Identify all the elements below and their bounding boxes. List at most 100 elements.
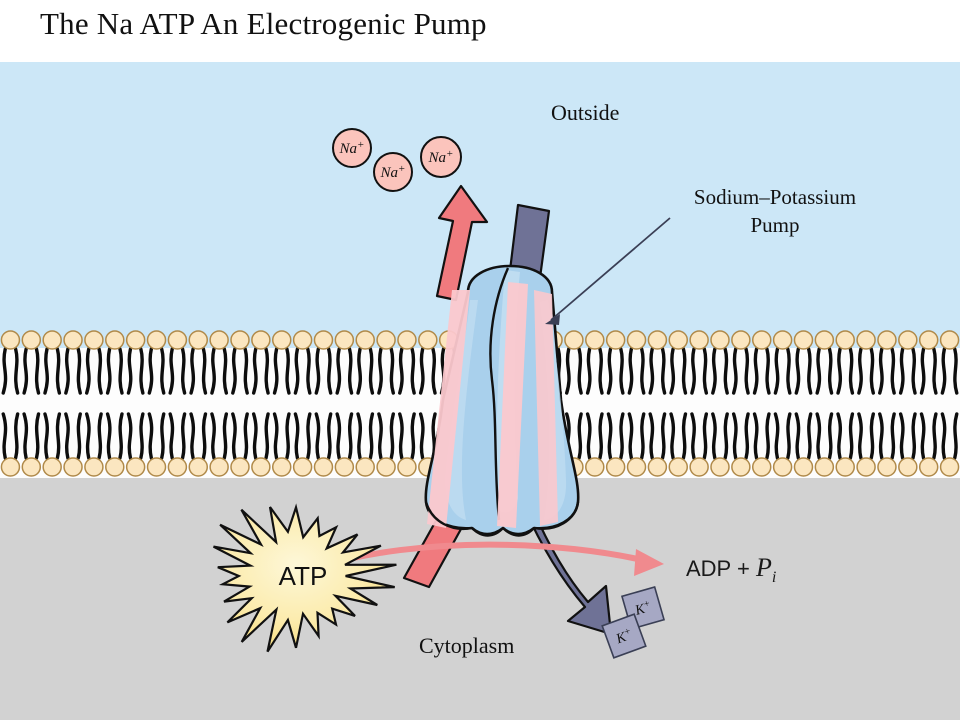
phosphate-subscript: i	[771, 569, 777, 587]
sodium-ion	[332, 128, 372, 168]
phospholipid-head	[605, 330, 626, 350]
phospholipid-head	[585, 457, 605, 477]
phospholipid-head	[689, 457, 709, 477]
phospholipid-head	[647, 330, 668, 350]
phospholipid-head	[814, 330, 835, 350]
adp-text: ADP +	[686, 556, 750, 581]
phospholipid-head	[105, 330, 125, 350]
phospholipid-head	[647, 457, 668, 477]
phospholipid-head	[63, 330, 83, 350]
phospholipid-head	[418, 330, 438, 350]
pump-annotation-line1: Sodium–Potassium	[693, 185, 857, 209]
phospholipid-head	[334, 330, 355, 350]
pump-annotation-label: Sodium–Potassium Pump	[666, 184, 884, 240]
phospholipid-head	[710, 330, 730, 350]
phospholipid-head	[772, 457, 793, 477]
phospholipid-head	[877, 457, 897, 477]
phospholipid-head	[334, 457, 355, 477]
phospholipid-head	[42, 457, 62, 477]
phospholipid-head	[63, 457, 83, 477]
phospholipid-head	[605, 457, 626, 477]
sodium-transport-arrow	[435, 184, 489, 302]
phospholipid-head	[230, 330, 250, 350]
potassium-ion-group: K+K+	[601, 585, 666, 659]
phospholipid-head	[397, 457, 417, 477]
phospholipid-head	[918, 330, 939, 350]
phospholipid-head	[918, 457, 939, 477]
phospholipid-head	[271, 330, 292, 350]
phospholipid-head	[84, 330, 104, 350]
phospholipid-head	[21, 457, 42, 477]
phospholipid-head	[835, 457, 855, 477]
phospholipid-head	[167, 330, 188, 350]
adp-product-label: ADP + Pi	[686, 553, 776, 587]
phospholipid-head	[292, 457, 313, 477]
phospholipid-head	[313, 330, 334, 350]
inorganic-phosphate-symbol: Pi	[755, 553, 776, 586]
phospholipid-head	[42, 330, 62, 350]
sodium-potassium-pump-protein[interactable]	[424, 264, 580, 537]
cytoplasm-label: Cytoplasm	[419, 633, 515, 658]
phospholipid-head	[814, 457, 835, 477]
phospholipid-head	[793, 457, 814, 477]
phospholipid-head	[21, 330, 42, 350]
phospholipid-head	[84, 457, 104, 477]
phospholipid-head	[125, 457, 146, 477]
phospholipid-head	[0, 457, 21, 477]
phospholipid-head	[751, 457, 772, 477]
header-band	[0, 0, 960, 62]
phospholipid-head	[668, 330, 689, 350]
phospholipid-head	[751, 330, 772, 350]
potassium-ion: K+	[601, 613, 647, 659]
slide-title: The Na ATP An Electrogenic Pump	[40, 6, 487, 41]
phospholipid-head	[188, 330, 209, 350]
outside-label: Outside	[551, 100, 620, 125]
phospholipid-head	[898, 330, 918, 350]
phospholipid-head	[355, 457, 375, 477]
phospholipid-head	[188, 457, 209, 477]
phospholipid-head	[585, 330, 605, 350]
phospholipid-head	[125, 330, 146, 350]
sodium-ion	[420, 136, 462, 178]
phospholipid-head	[397, 330, 417, 350]
atp-energy-burst[interactable]: ATP	[212, 503, 397, 653]
phospholipid-head	[793, 330, 814, 350]
phospholipid-head	[167, 457, 188, 477]
phospholipid-head	[835, 330, 855, 350]
phospholipid-head	[251, 330, 271, 350]
phospholipid-head	[564, 330, 584, 350]
phospholipid-head	[251, 457, 271, 477]
atp-label: ATP	[279, 561, 328, 591]
phospholipid-head	[877, 330, 897, 350]
phospholipid-head	[626, 330, 647, 350]
phospholipid-head	[731, 457, 751, 477]
phospholipid-head	[355, 330, 375, 350]
phospholipid-head	[731, 330, 751, 350]
pump-annotation-line2: Pump	[750, 212, 800, 237]
phospholipid-head	[939, 330, 960, 350]
phospholipid-head	[292, 330, 313, 350]
sodium-ion	[373, 152, 413, 192]
phospholipid-head	[209, 457, 229, 477]
phosphate-letter: P	[755, 553, 772, 582]
phospholipid-head	[146, 457, 167, 477]
phospholipid-head	[939, 457, 960, 477]
phospholipid-head	[710, 457, 730, 477]
phospholipid-head	[376, 330, 396, 350]
sodium-ion-group: Na+Na+Na+	[332, 128, 462, 192]
phospholipid-head	[856, 330, 876, 350]
phospholipid-head	[313, 457, 334, 477]
phospholipid-head	[668, 457, 689, 477]
phospholipid-head	[271, 457, 292, 477]
phospholipid-head	[230, 457, 250, 477]
phospholipid-head	[0, 330, 21, 350]
phospholipid-head	[689, 330, 709, 350]
phospholipid-head	[105, 457, 125, 477]
phospholipid-head	[856, 457, 876, 477]
phospholipid-head	[376, 457, 396, 477]
phospholipid-head	[772, 330, 793, 350]
phospholipid-head	[898, 457, 918, 477]
phospholipid-head	[626, 457, 647, 477]
